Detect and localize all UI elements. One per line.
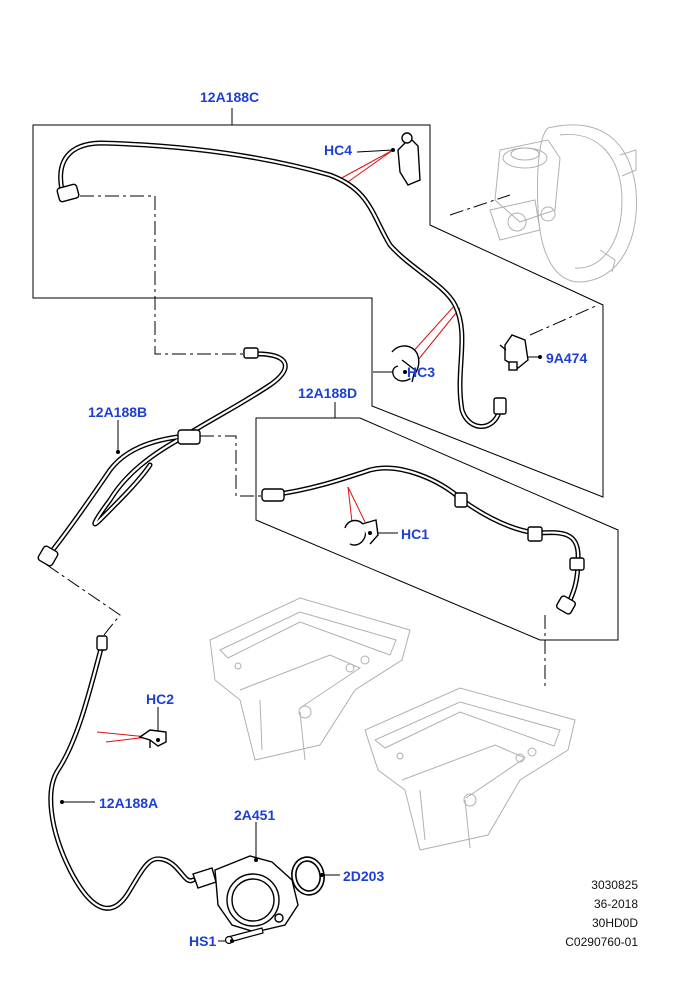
reference-line-3: 30HD0D — [591, 916, 638, 930]
hose-12A188C — [58, 140, 503, 429]
clip-hc4-shape — [397, 132, 421, 186]
callout-12A188A: 12A188A — [99, 795, 159, 811]
callout-12A188D: 12A188D — [298, 385, 358, 401]
reference-block: 3030825 36-2018 30HD0D C0290760-01 — [565, 876, 638, 952]
callout-9A474: 9A474 — [546, 350, 588, 366]
oil-pan-upper-ghost — [209, 597, 411, 761]
vacuum-pump-2A451-shape — [192, 855, 299, 933]
check-valve-9A474-shape — [499, 334, 529, 371]
callout-12A188B: 12A188B — [88, 404, 148, 420]
callout-HS1: HS1 — [189, 933, 217, 949]
brake-booster-ghost — [489, 124, 638, 283]
callout-2A451: 2A451 — [234, 807, 276, 823]
callout-HC4: HC4 — [324, 142, 353, 158]
callout-HC2: HC2 — [146, 691, 175, 707]
assembly-outlines — [32, 124, 619, 641]
reference-line-4: C0290760-01 — [565, 935, 638, 949]
hose-12A188A — [48, 642, 196, 911]
reference-line-2: 36-2018 — [593, 897, 638, 911]
leader-lines — [62, 108, 540, 942]
callout-HC3: HC3 — [407, 364, 436, 380]
dash-dot-lines — [46, 194, 599, 690]
callout-2D203: 2D203 — [343, 868, 385, 884]
reference-line-1: 3030825 — [591, 878, 638, 892]
hose-12A188B — [45, 351, 288, 559]
clip-hc3-shape — [391, 345, 420, 383]
red-leaders — [96, 149, 461, 743]
hose-fittings — [37, 183, 585, 651]
clip-hc2-shape — [138, 729, 167, 748]
seal-2D203-shape — [291, 856, 325, 896]
callout-dots — [60, 148, 542, 943]
callout-12A188C: 12A188C — [200, 89, 260, 105]
oil-pan-lower-ghost — [364, 687, 576, 851]
callout-HC1: HC1 — [401, 526, 430, 542]
clip-hc1-shape — [344, 519, 379, 546]
